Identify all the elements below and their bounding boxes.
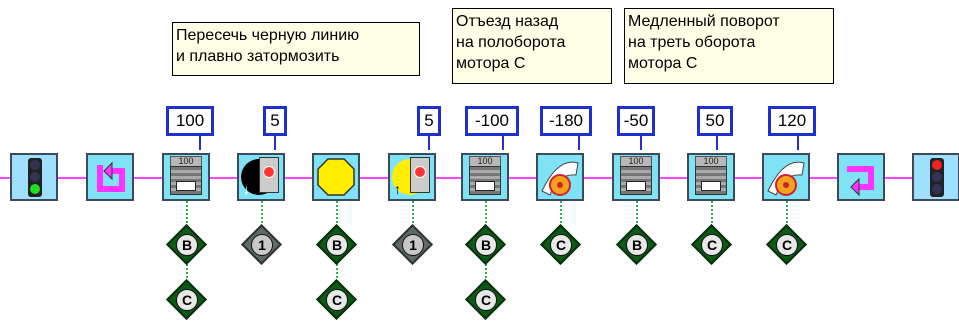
sensor-port-1-label: 1 xyxy=(251,234,273,256)
port-c-label: C xyxy=(550,234,572,256)
param-stem xyxy=(578,136,580,150)
param-stem xyxy=(428,136,430,150)
param-motor-power-back[interactable]: -100 xyxy=(465,106,519,136)
direction-arrow-icon xyxy=(475,181,495,191)
rotation-sensor-icon xyxy=(767,161,805,196)
port-connector xyxy=(485,201,487,231)
motor-icon xyxy=(620,166,652,195)
motor-block-b-2[interactable]: 100 xyxy=(612,153,660,201)
param-light-threshold-2[interactable]: 5 xyxy=(417,106,441,136)
port-c-label: C xyxy=(701,234,723,256)
wait-light-dark-block[interactable]: ↓ xyxy=(237,153,285,201)
param-stem xyxy=(640,136,642,150)
rotation-block-c[interactable] xyxy=(536,153,584,201)
stop-sign-icon xyxy=(317,158,355,196)
port-connector xyxy=(336,260,338,286)
comment-slow-turn[interactable]: Медленный поворот на треть оборота мотор… xyxy=(624,8,834,84)
param-stem xyxy=(502,136,504,150)
port-c-label: C xyxy=(475,289,497,311)
port-b-label: B xyxy=(176,234,198,256)
param-motor-power-c[interactable]: 50 xyxy=(697,106,733,136)
loop-start-block[interactable] xyxy=(86,153,134,201)
port-c-label: C xyxy=(176,289,198,311)
traffic-light-icon xyxy=(930,158,944,197)
param-light-threshold[interactable]: 5 xyxy=(263,106,287,136)
port-c-label: C xyxy=(326,289,348,311)
traffic-light-icon xyxy=(28,158,42,197)
stop-block[interactable] xyxy=(312,153,360,201)
rotation-block-c-2[interactable] xyxy=(762,153,810,201)
param-rotation-angle[interactable]: -180 xyxy=(540,106,592,136)
port-b-label: B xyxy=(475,234,497,256)
port-connector xyxy=(412,201,414,231)
comment-back-half[interactable]: Отъезд назад на полоборота мотора С xyxy=(452,8,612,84)
param-motor-power-b[interactable]: -50 xyxy=(617,106,655,136)
param-stem xyxy=(274,136,276,150)
loop-start-icon xyxy=(97,161,125,192)
port-c-label: C xyxy=(776,234,798,256)
direction-arrow-icon xyxy=(701,181,721,191)
rotation-sensor-icon xyxy=(541,161,579,196)
wait-light-bright-block[interactable]: ↑ xyxy=(388,153,436,201)
port-connector xyxy=(186,260,188,286)
param-rotation-angle-2[interactable]: 120 xyxy=(768,106,816,136)
motor-block-c[interactable]: 100 xyxy=(687,153,735,201)
port-connector xyxy=(711,201,713,231)
arrow-down-icon: ↓ xyxy=(243,181,250,197)
port-connector xyxy=(485,260,487,286)
loop-end-icon xyxy=(847,166,874,197)
light-sensor-icon xyxy=(259,157,279,193)
end-block[interactable] xyxy=(912,153,959,201)
motor-block-b[interactable]: 100 xyxy=(461,153,509,201)
param-stem xyxy=(199,136,201,150)
param-stem xyxy=(716,136,718,150)
port-connector xyxy=(560,201,562,231)
motor-block-bc[interactable]: 100 xyxy=(162,153,210,201)
comment-cross-line[interactable]: Пересечь черную линию и плавно затормози… xyxy=(172,22,420,76)
direction-arrow-icon xyxy=(176,181,196,191)
port-connector xyxy=(786,201,788,231)
port-connector xyxy=(261,201,263,231)
sensor-port-1-label: 1 xyxy=(402,234,424,256)
port-connector xyxy=(636,201,638,231)
port-b-label: B xyxy=(626,234,648,256)
light-sensor-icon xyxy=(410,157,430,193)
param-stem xyxy=(797,136,799,150)
loop-end-block[interactable] xyxy=(837,153,885,201)
arrow-up-icon: ↑ xyxy=(394,181,401,197)
port-connector xyxy=(186,201,188,231)
direction-arrow-icon xyxy=(626,181,646,191)
param-motor-power[interactable]: 100 xyxy=(166,106,214,136)
port-connector xyxy=(336,201,338,231)
port-b-label: B xyxy=(326,234,348,256)
start-block[interactable] xyxy=(10,153,58,201)
